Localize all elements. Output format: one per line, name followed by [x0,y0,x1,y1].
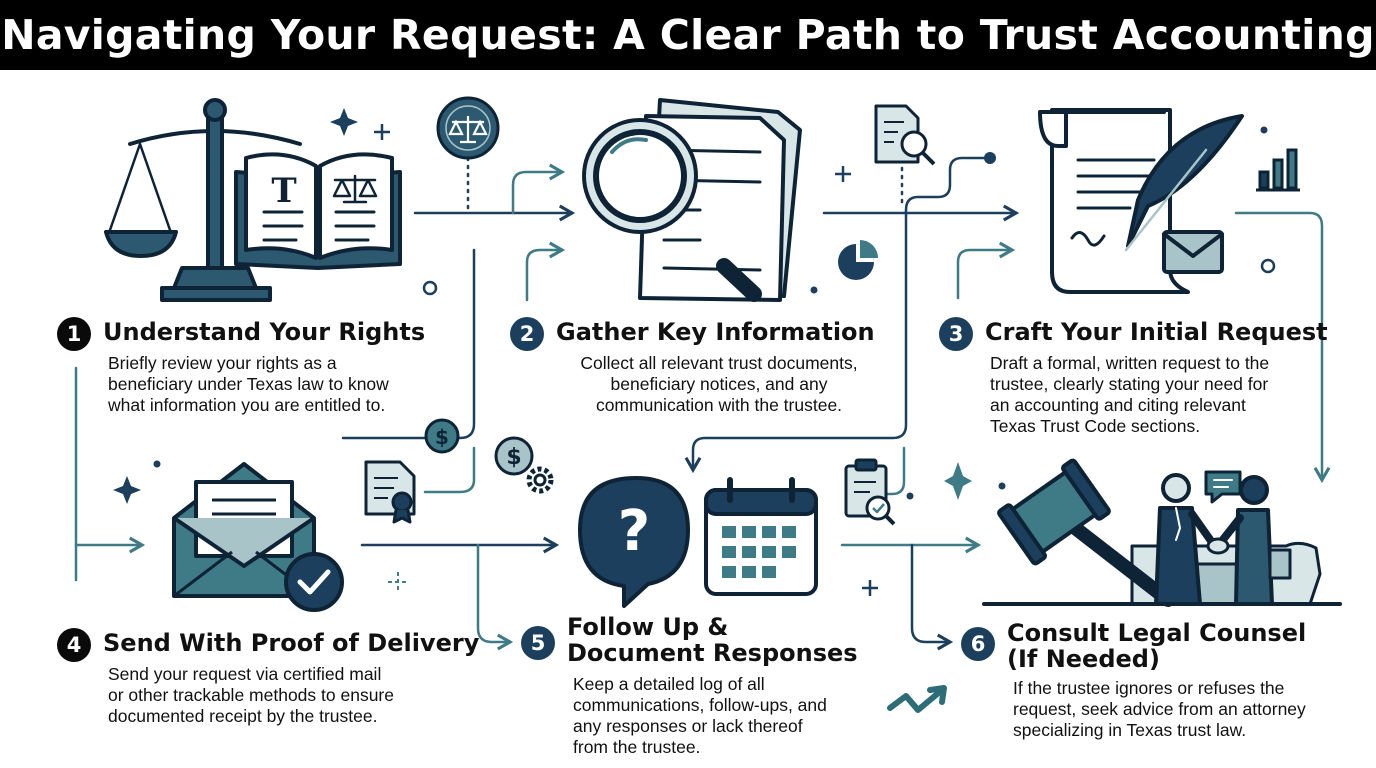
connector-node-dot [984,152,996,164]
book-letter-glyph: T [271,171,296,211]
step-5-title: Follow Up & Document Responses [567,613,858,667]
dollar-gear-icon [494,436,554,494]
step-6-heading: 6 Consult Legal Counsel (If Needed) [961,620,1306,672]
step-2-heading: 2 Gather Key Information [510,316,875,351]
step-3-title: Craft Your Initial Request [985,318,1328,346]
page-title: Navigating Your Request: A Clear Path to… [1,11,1375,59]
step-5-number-badge: 5 [521,626,555,660]
trend-arrow-icon [887,685,947,713]
quill-scroll-icon [1038,108,1244,294]
step-6-title: Consult Legal Counsel (If Needed) [1007,619,1307,673]
step-5-heading: 5 Follow Up & Document Responses [521,614,858,666]
step-6-description: If the trustee ignores or refuses the re… [1013,678,1306,740]
dollar-gear-glyph: $ [506,445,521,470]
step-1-description: Briefly review your rights as a benefici… [108,353,389,415]
step-5-description: Keep a detailed log of all communication… [573,674,827,757]
pie-chart-icon [838,240,878,280]
step-3-number-badge: 3 [939,317,973,351]
scales-badge-icon [436,96,500,160]
bar-chart-icon [1256,148,1300,192]
title-bar: Navigating Your Request: A Clear Path to… [0,0,1376,70]
step-4-description: Send your request via certified mail or … [108,664,394,726]
step-2-description: Collect all relevant trust documents, be… [580,353,858,415]
step-4-heading: 4 Send With Proof of Delivery [57,627,479,662]
step-4-title: Send With Proof of Delivery [103,629,480,657]
gavel-handshake-icon [982,458,1342,607]
step-1-heading: 1 Understand Your Rights [57,316,425,351]
envelope-check-icon [172,462,344,612]
step-2-number-badge: 2 [510,317,544,351]
dollar-coin-glyph: $ [435,425,449,449]
question-mark-glyph: ? [618,499,650,564]
question-calendar-icon [578,476,818,608]
step-1-number-badge: 1 [57,317,91,351]
document-search-icon [874,104,936,166]
clipboard-check-icon [844,458,896,526]
step-3-description: Draft a formal, written request to the t… [990,353,1270,436]
dollar-coin-icon [424,418,460,454]
certificate-document-icon [364,460,416,524]
decorative-sparkles [113,108,1276,596]
step-4-number-badge: 4 [57,628,91,662]
step-1-title: Understand Your Rights [103,318,426,346]
scales-and-law-book-icon [104,98,402,302]
step-2-title: Gather Key Information [556,318,875,346]
magnifying-glass-documents-icon [582,98,802,302]
step-3-heading: 3 Craft Your Initial Request [939,316,1328,351]
connector-lines [74,156,1331,651]
step-6-number-badge: 6 [961,627,995,661]
